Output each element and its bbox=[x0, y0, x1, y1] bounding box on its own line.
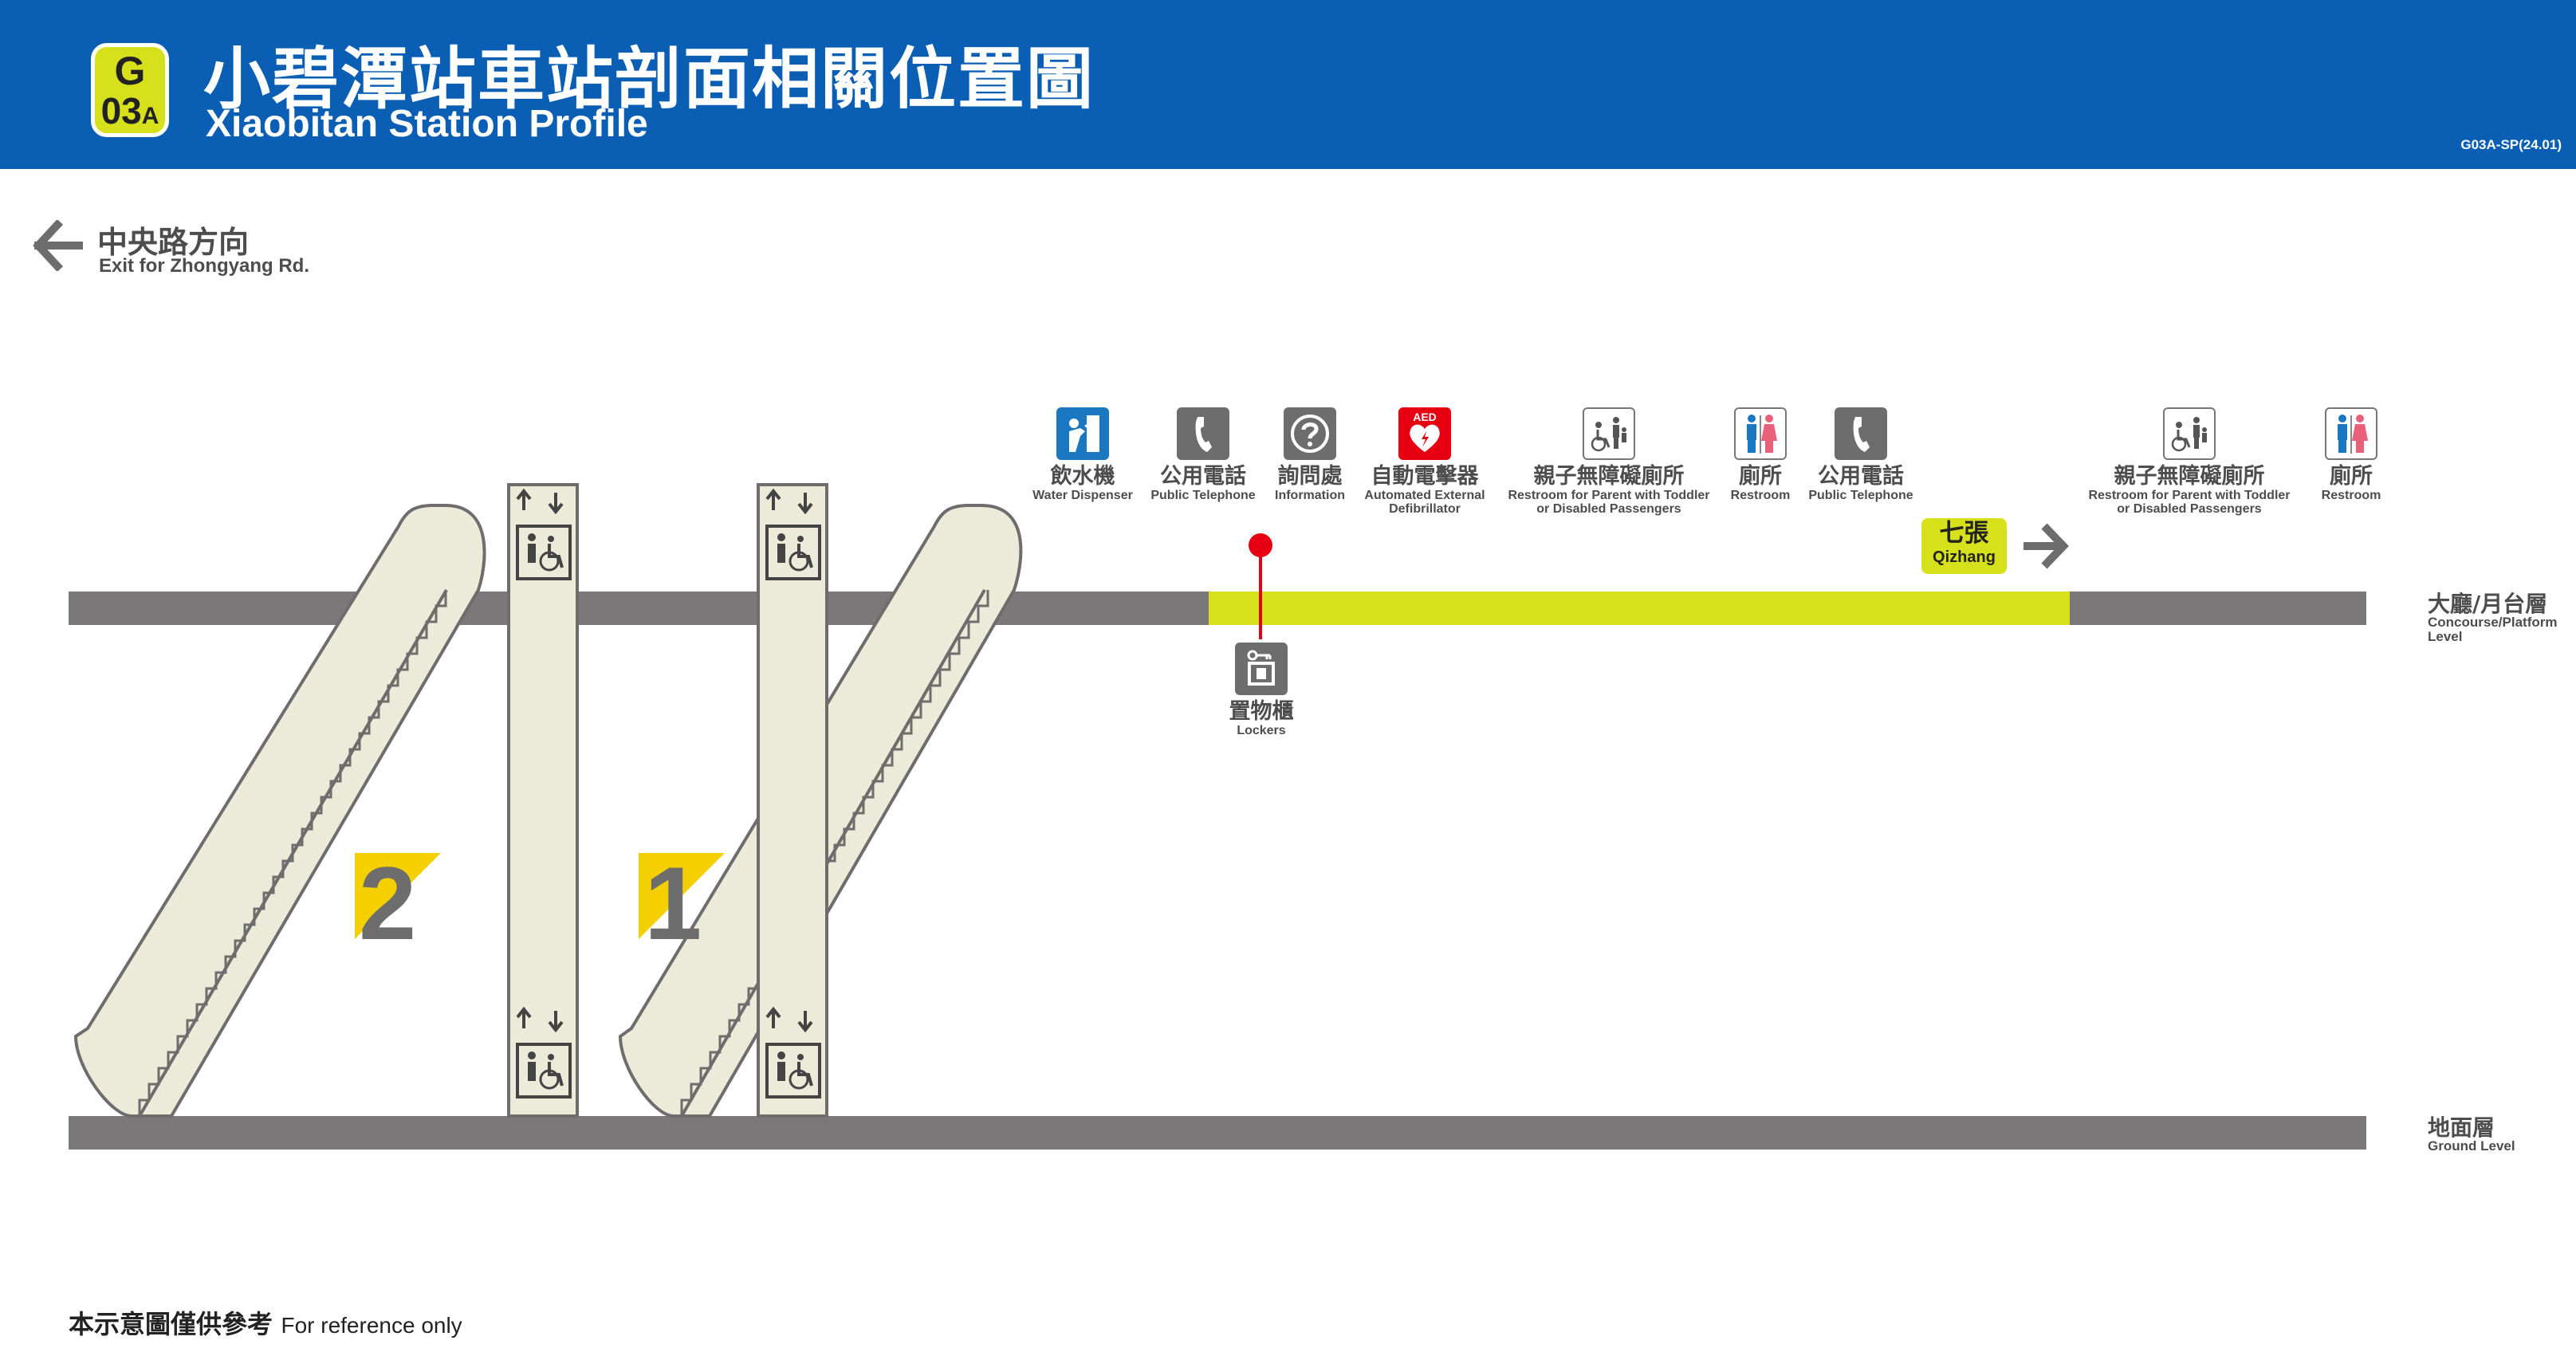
vertical-circulation bbox=[73, 483, 1023, 1118]
station-number: 03A bbox=[100, 90, 159, 132]
platform-track-segment bbox=[1209, 592, 2070, 625]
elevator-shaft-right bbox=[757, 483, 828, 1118]
direction-en: Qizhang bbox=[1933, 548, 1996, 566]
facility-label-zh: 親子無障礙廁所 bbox=[2114, 464, 2265, 489]
restroom-icon bbox=[1734, 407, 1787, 460]
facility-restroom-2: 廁所 Restroom bbox=[2263, 407, 2439, 502]
facility-label-en: Water Dispenser bbox=[1032, 489, 1133, 502]
line-code-letter: G bbox=[114, 49, 146, 93]
facility-label-en: Restroom for Parent with Toddler or Disa… bbox=[1508, 489, 1710, 516]
header-bar bbox=[0, 0, 2576, 169]
facility-accessible-restroom-2: 親子無障礙廁所 Restroom for Parent with Toddler… bbox=[2088, 407, 2291, 516]
document-code: G03A-SP(24.01) bbox=[2460, 137, 2562, 152]
facility-public-telephone: 公用電話 Public Telephone bbox=[1115, 407, 1291, 502]
telephone-icon bbox=[1177, 407, 1229, 460]
elevator-shaft-left bbox=[507, 483, 579, 1118]
footer-note: 本示意圖僅供參考 For reference only bbox=[69, 1304, 462, 1341]
facility-label-en: Public Telephone bbox=[1808, 489, 1913, 502]
facility-label-zh: 廁所 bbox=[1739, 464, 1782, 489]
level-label-upper-en: Concourse/Platform Level bbox=[2428, 615, 2558, 644]
facility-label-en: Automated External Defibrillator bbox=[1364, 489, 1485, 516]
locker-icon bbox=[1235, 643, 1288, 695]
locker-location-marker bbox=[1249, 533, 1272, 639]
facility-label-en: Restroom for Parent with Toddler or Disa… bbox=[2088, 489, 2291, 516]
restroom-icon bbox=[2325, 407, 2377, 460]
aed-icon: AED bbox=[1398, 407, 1451, 460]
level-label-upper-zh: 大廳/月台層 bbox=[2428, 591, 2548, 617]
footer-note-zh: 本示意圖僅供參考 bbox=[69, 1309, 273, 1339]
facility-label-zh: 公用電話 bbox=[1818, 464, 1904, 489]
accessible-restroom-icon bbox=[2163, 407, 2216, 460]
water-dispenser-icon bbox=[1056, 407, 1109, 460]
escalator-exit-2 bbox=[73, 504, 486, 1118]
concourse-floor-right bbox=[2070, 592, 2366, 625]
direction-destination-label: 七張 Qizhang bbox=[1921, 518, 2007, 574]
lockers-label-en: Lockers bbox=[1237, 724, 1286, 737]
facility-label-zh: 親子無障礙廁所 bbox=[1533, 464, 1685, 489]
exit-number-2: 2 bbox=[359, 845, 417, 961]
facility-restroom: 廁所 Restroom bbox=[1673, 407, 1848, 502]
aed-icon-text: AED bbox=[1413, 411, 1437, 423]
facility-label-en: Information bbox=[1275, 489, 1345, 502]
level-label-ground-zh: 地面層 bbox=[2428, 1114, 2495, 1141]
accessible-restroom-icon bbox=[1583, 407, 1635, 460]
facility-lockers: 置物櫃 Lockers bbox=[1174, 643, 1349, 737]
station-code-badge: G 03A bbox=[91, 43, 169, 137]
facility-label-zh: 自動電擊器 bbox=[1371, 464, 1479, 489]
arrow-right-icon bbox=[2023, 523, 2069, 569]
facility-label-en: Public Telephone bbox=[1150, 489, 1256, 502]
concourse-floor-left bbox=[69, 592, 1209, 625]
page-title-zh: 小碧潭站車站剖面相關位置圖 bbox=[203, 40, 1095, 118]
direction-zh: 七張 bbox=[1939, 519, 1989, 548]
exit-number-1: 1 bbox=[644, 845, 702, 961]
arrow-left-icon bbox=[33, 220, 83, 271]
exit-2-flag bbox=[355, 853, 441, 939]
lockers-label-zh: 置物櫃 bbox=[1229, 699, 1294, 724]
page-title-en: Xiaobitan Station Profile bbox=[206, 103, 648, 145]
question-icon bbox=[1284, 407, 1336, 460]
facility-public-telephone-2: 公用電話 Public Telephone bbox=[1773, 407, 1949, 502]
facility-label-en: Restroom bbox=[1730, 489, 1791, 502]
exit-direction-en: Exit for Zhongyang Rd. bbox=[99, 255, 309, 277]
facility-aed: AED 自動電擊器 Automated External Defibrillat… bbox=[1337, 407, 1512, 516]
facility-label-zh: 飲水機 bbox=[1050, 464, 1115, 489]
facility-label-en: Restroom bbox=[2321, 489, 2381, 502]
facility-label-zh: 廁所 bbox=[2330, 464, 2373, 489]
facility-label-zh: 公用電話 bbox=[1160, 464, 1246, 489]
level-label-ground-en: Ground Level bbox=[2428, 1138, 2515, 1154]
facility-accessible-restroom: 親子無障礙廁所 Restroom for Parent with Toddler… bbox=[1508, 407, 1710, 516]
facility-label-zh: 詢問處 bbox=[1277, 464, 1343, 489]
footer-note-en: For reference only bbox=[281, 1313, 462, 1338]
facility-information: 詢問處 Information bbox=[1222, 407, 1398, 502]
exit-direction-zh: 中央路方向 bbox=[97, 225, 250, 260]
exit-1-flag bbox=[639, 853, 725, 939]
ground-floor bbox=[69, 1116, 2366, 1150]
telephone-icon bbox=[1835, 407, 1887, 460]
facility-water-dispenser: 飲水機 Water Dispenser bbox=[995, 407, 1170, 502]
